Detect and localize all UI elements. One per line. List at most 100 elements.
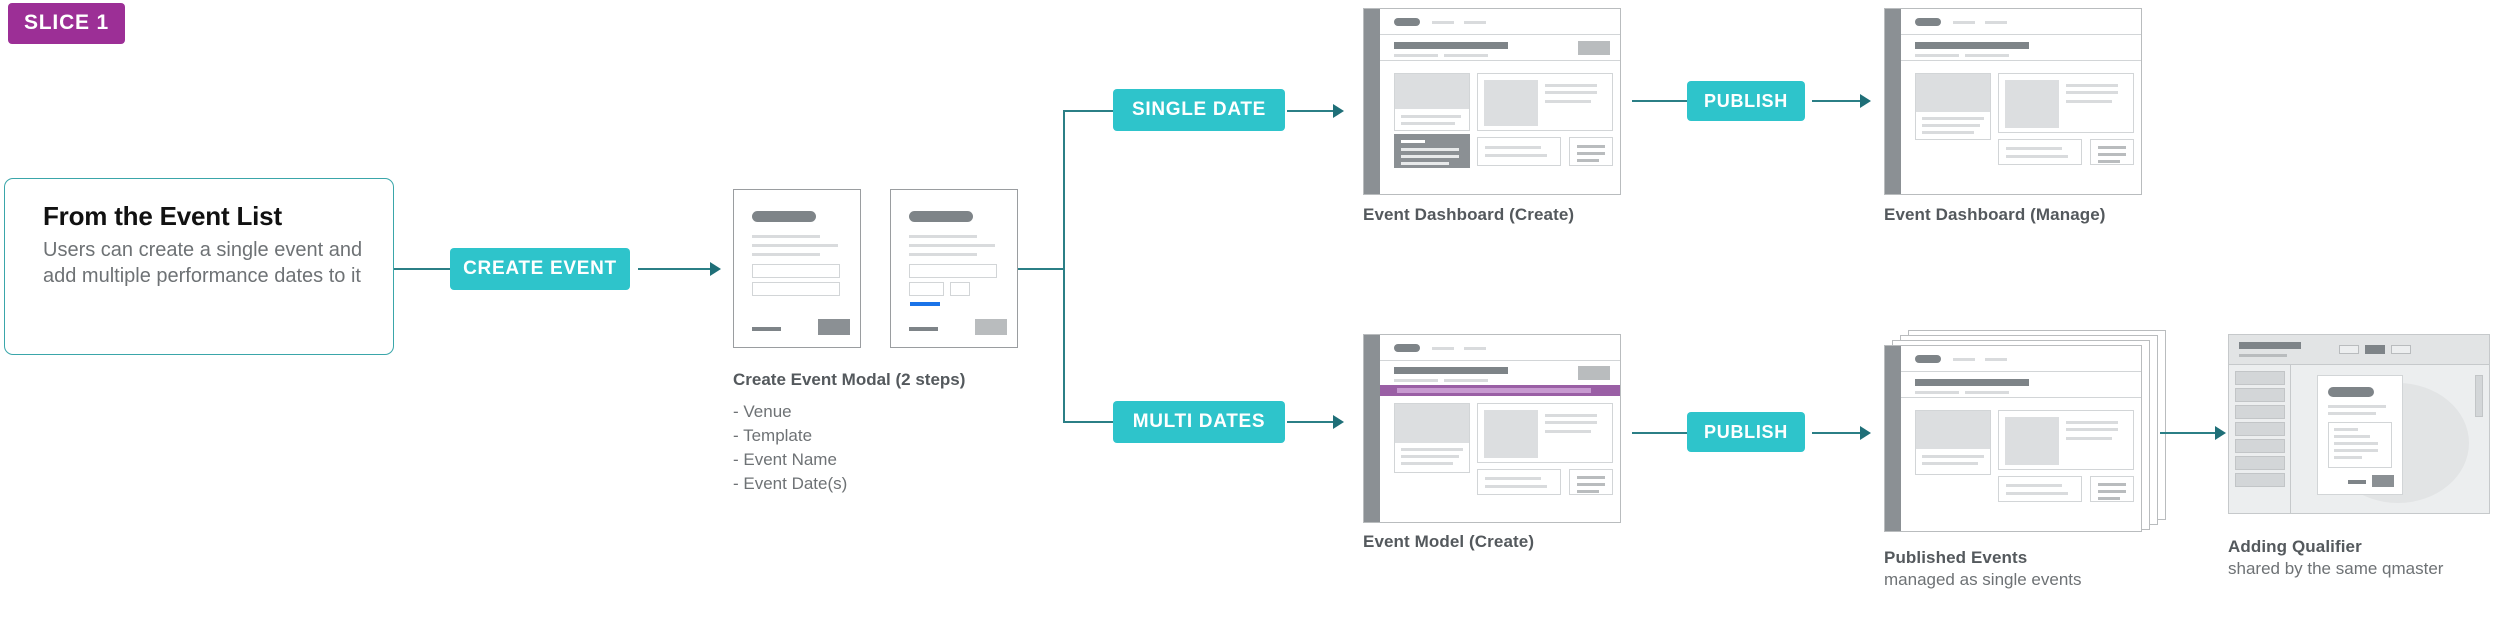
- multi-date-banner: [1380, 385, 1620, 396]
- nav-item[interactable]: [1432, 21, 1454, 24]
- header-action-button[interactable]: [1578, 366, 1610, 380]
- modal1-input-field[interactable]: [752, 264, 840, 278]
- multi-dates-button[interactable]: MULTI DATES: [1113, 401, 1285, 443]
- page-header: [1380, 35, 1620, 61]
- modal2-input-small[interactable]: [909, 282, 944, 296]
- qualifier-list-item[interactable]: [2235, 422, 2285, 436]
- content-card-caption: [1915, 449, 1991, 475]
- qualifier-tab[interactable]: [2339, 345, 2359, 354]
- modal1-heading-bar: [752, 211, 816, 222]
- tile-line: [1577, 476, 1605, 479]
- content-tile: [1477, 137, 1561, 166]
- caption-line: [1401, 448, 1463, 451]
- qualifier-tab[interactable]: [2391, 345, 2411, 354]
- modal2-back-link[interactable]: [909, 327, 938, 331]
- modal2-primary-button[interactable]: [975, 319, 1007, 335]
- panel-line: [2066, 100, 2112, 103]
- qualifier-list-item[interactable]: [2235, 473, 2285, 487]
- qualifier-list-item[interactable]: [2235, 371, 2285, 385]
- tile-line: [1577, 159, 1599, 162]
- page-header: [1901, 35, 2141, 61]
- tile-line: [2006, 492, 2068, 495]
- create-event-modal-step2: [890, 189, 1018, 348]
- modal-field-list: - Venue - Template - Event Name - Event …: [733, 400, 847, 497]
- panel-thumbnail: [1484, 80, 1538, 126]
- qualifier-list-item[interactable]: [2235, 456, 2285, 470]
- modal2-input-small[interactable]: [950, 282, 970, 296]
- entry-card-description: Users can create a single event and add …: [43, 239, 363, 288]
- qualifier-modal-cancel[interactable]: [2348, 480, 2366, 484]
- nav-item[interactable]: [1985, 21, 2007, 24]
- panel-line: [2066, 421, 2118, 424]
- header-meta: [1394, 379, 1438, 382]
- modal-field-item: - Event Date(s): [733, 474, 848, 494]
- fork-branch-bottom: [1063, 421, 1115, 423]
- header-meta: [1444, 379, 1488, 382]
- arrowhead-publish-bottom: [1860, 426, 1871, 440]
- qualifier-scrollbar[interactable]: [2475, 375, 2483, 417]
- field-line: [2334, 435, 2370, 438]
- nav-item[interactable]: [1464, 21, 1486, 24]
- qualifier-modal: [2317, 375, 2403, 495]
- publish-button-bottom[interactable]: PUBLISH: [1687, 412, 1805, 452]
- arrowhead-single-to-dashboard: [1333, 104, 1344, 118]
- caption-line: [1401, 122, 1455, 125]
- modal2-text-line: [909, 244, 995, 247]
- modal1-primary-button[interactable]: [818, 319, 850, 335]
- tile-line: [1485, 477, 1541, 480]
- field-line: [2334, 442, 2378, 445]
- modal2-input-field[interactable]: [909, 264, 997, 278]
- nav-item[interactable]: [1953, 358, 1975, 361]
- header-title-bar: [1394, 42, 1508, 49]
- header-title-bar: [1394, 367, 1508, 374]
- content-tile: [1569, 469, 1613, 495]
- header-title-bar: [1915, 379, 2029, 386]
- side-rail: [1885, 346, 1901, 531]
- connector-create-to-modals: [638, 268, 710, 270]
- connector-to-publish-top: [1632, 100, 1687, 102]
- modal-field-item: - Venue: [733, 402, 792, 421]
- nav-item[interactable]: [1953, 21, 1975, 24]
- content-panel: [1477, 403, 1613, 463]
- nav-logo: [1915, 18, 1941, 26]
- screen-adding-qualifier: [2228, 334, 2490, 514]
- nav-item[interactable]: [1432, 347, 1454, 350]
- modal2-add-date-link[interactable]: [910, 302, 940, 306]
- caption-adding-qualifier-title: Adding Qualifier: [2228, 537, 2362, 556]
- modal1-text-line: [752, 253, 820, 256]
- modal1-input-field[interactable]: [752, 282, 840, 296]
- modal1-back-link[interactable]: [752, 327, 781, 331]
- caption-line: [1401, 462, 1453, 465]
- arrowhead-multi-to-model: [1333, 415, 1344, 429]
- qualifier-app-header: [2229, 335, 2489, 365]
- qualifier-list-item[interactable]: [2235, 405, 2285, 419]
- tile-line: [2098, 153, 2126, 156]
- qualifier-tab-active[interactable]: [2365, 345, 2385, 354]
- panel-line: [1545, 421, 1597, 424]
- nav-item[interactable]: [1985, 358, 2007, 361]
- create-event-button[interactable]: CREATE EVENT: [450, 248, 630, 290]
- publish-button-top[interactable]: PUBLISH: [1687, 81, 1805, 121]
- panel-line: [2066, 437, 2112, 440]
- top-nav-bar: [1901, 9, 2141, 35]
- tile-line: [1485, 154, 1547, 157]
- field-line: [2334, 449, 2378, 452]
- nav-item[interactable]: [1464, 347, 1486, 350]
- qualifier-modal-confirm[interactable]: [2372, 475, 2394, 487]
- qualifier-list-item[interactable]: [2235, 388, 2285, 402]
- entry-card: From the Event List Users can create a s…: [4, 178, 394, 355]
- panel-line: [2066, 91, 2118, 94]
- highlight-line: [1401, 162, 1449, 165]
- multi-date-banner-inner: [1397, 388, 1591, 393]
- panel-line: [2066, 428, 2118, 431]
- tile-line: [2006, 484, 2062, 487]
- qualifier-list-item[interactable]: [2235, 439, 2285, 453]
- qualifier-subtitle-bar: [2239, 354, 2287, 357]
- tile-line: [2098, 483, 2126, 486]
- qualifier-modal-line: [2328, 405, 2386, 408]
- caption-published-events-title: Published Events: [1884, 548, 2028, 567]
- header-action-button[interactable]: [1578, 41, 1610, 55]
- single-date-button[interactable]: SINGLE DATE: [1113, 89, 1285, 131]
- content-tile: [1998, 476, 2082, 502]
